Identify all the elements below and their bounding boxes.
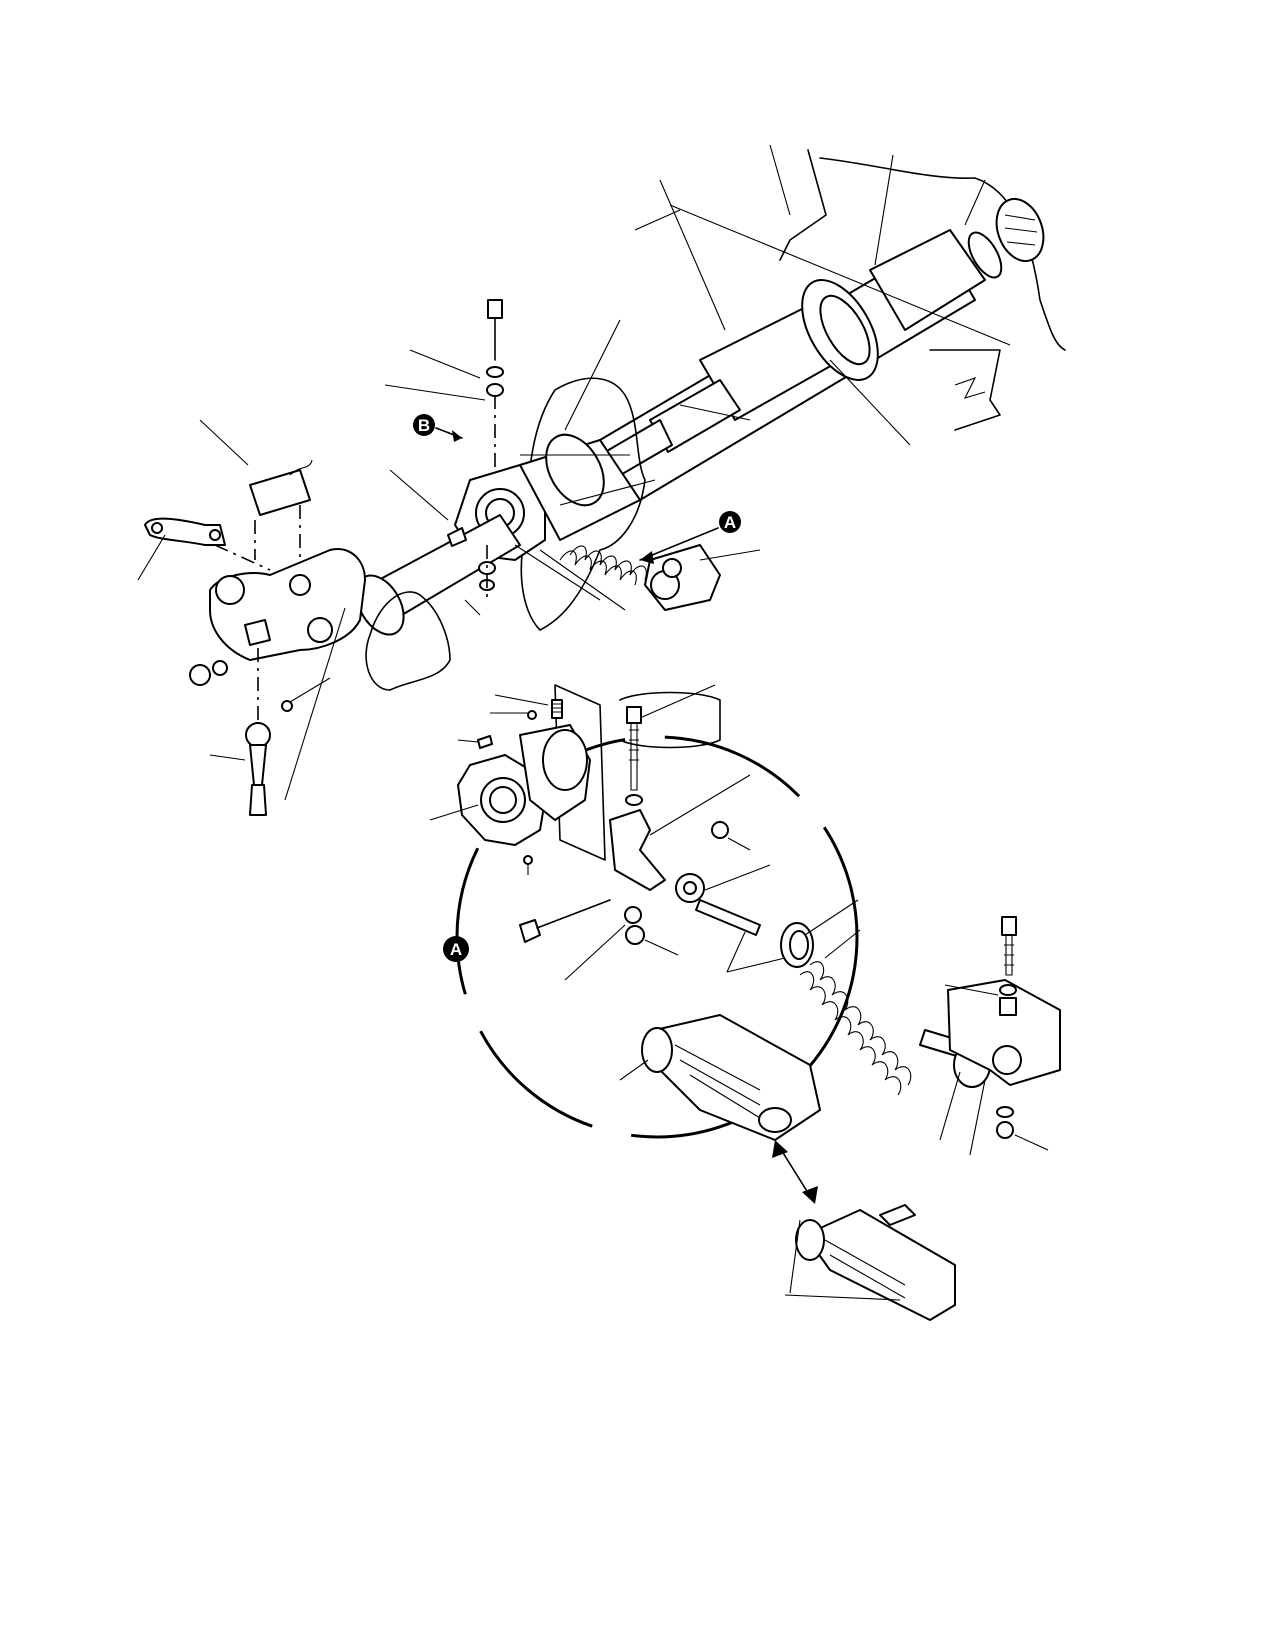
upper-column-assembly xyxy=(599,149,1066,501)
spring-detail xyxy=(799,961,912,1096)
callout-a-main: A xyxy=(639,511,741,564)
column-bracket-assembly xyxy=(355,299,721,691)
spring-main xyxy=(559,545,647,586)
leader-lines-detail xyxy=(429,684,999,1156)
callout-a-detail-label: A xyxy=(450,940,462,959)
callout-b-main: B xyxy=(413,414,463,442)
leader-lines-main xyxy=(137,144,1011,801)
callout-a-label: A xyxy=(724,513,736,532)
gearbox-assembly xyxy=(144,459,366,816)
callout-a-detail: A xyxy=(443,936,469,962)
callout-b-label: B xyxy=(418,416,430,435)
detail-a-view xyxy=(455,684,1061,1321)
